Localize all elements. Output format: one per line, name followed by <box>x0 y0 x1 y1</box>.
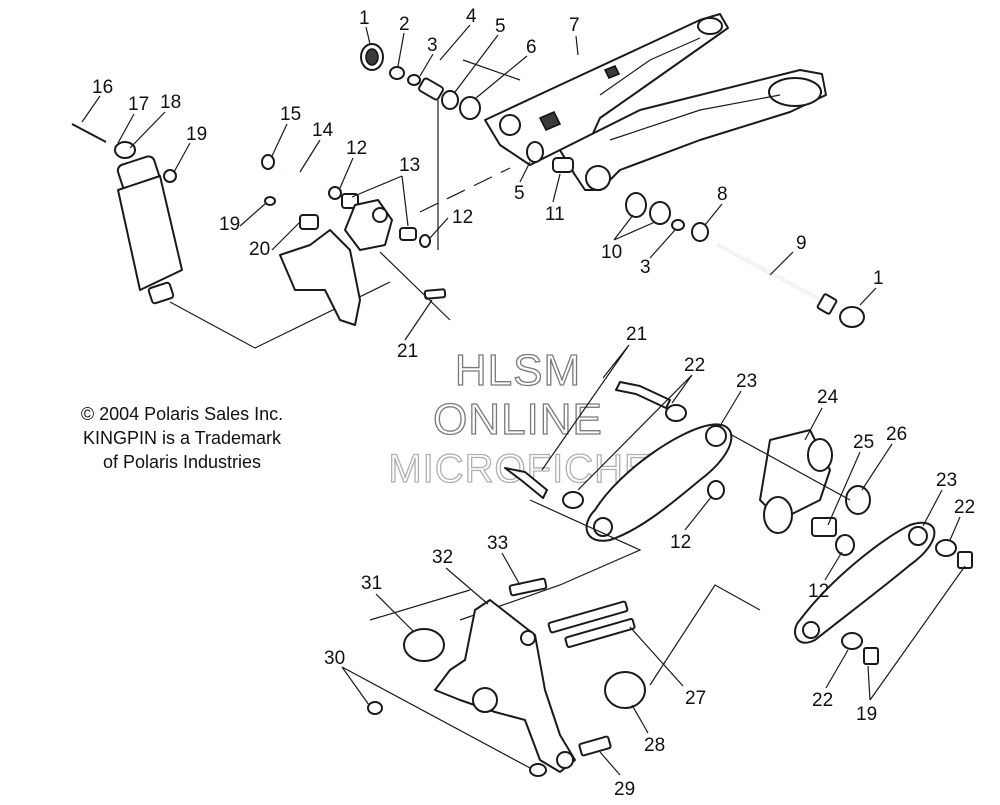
callout-2: 2 <box>399 14 410 35</box>
copyright-line3: of Polaris Industries <box>102 452 262 472</box>
swing-arm <box>484 13 827 191</box>
callout-4: 4 <box>466 6 477 27</box>
lower-bracket <box>367 577 761 777</box>
callout-19c: 19 <box>856 704 877 725</box>
pivot-hardware-lower <box>419 141 865 328</box>
callout-7: 7 <box>569 15 580 36</box>
callout-1b: 1 <box>873 268 884 289</box>
callout-12: 12 <box>346 138 367 159</box>
copyright-line2: KINGPIN is a Trademark <box>82 428 282 448</box>
callout-5: 5 <box>495 16 506 37</box>
callout-12b: 12 <box>452 207 473 228</box>
callout-numbers: 1 2 3 4 5 6 7 5 11 8 10 3 9 1 16 17 18 1… <box>92 6 975 800</box>
callout-23: 23 <box>736 371 757 392</box>
callout-24: 24 <box>817 387 839 408</box>
watermark-line3: MICROFICHE <box>388 447 651 491</box>
callout-1: 1 <box>359 8 370 29</box>
callout-10: 10 <box>601 242 622 263</box>
callout-16: 16 <box>92 77 113 98</box>
callout-19: 19 <box>186 124 207 145</box>
callout-14: 14 <box>312 120 334 141</box>
watermark-line1: HLSM <box>455 346 581 395</box>
callout-5b: 5 <box>514 183 525 204</box>
callout-33: 33 <box>487 533 508 554</box>
callout-19b: 19 <box>219 214 240 235</box>
callout-9: 9 <box>796 233 807 254</box>
callout-20: 20 <box>249 239 270 260</box>
callout-22c: 22 <box>812 690 833 711</box>
callout-27: 27 <box>685 688 706 709</box>
callout-12c: 12 <box>670 532 691 553</box>
callout-29: 29 <box>614 779 635 800</box>
callout-31: 31 <box>361 573 382 594</box>
callout-18: 18 <box>160 92 181 113</box>
copyright-notice: © 2004 Polaris Sales Inc. KINGPIN is a T… <box>62 402 302 474</box>
rocker-linkage <box>459 381 973 665</box>
callout-25: 25 <box>853 432 874 453</box>
leader-lines <box>81 24 966 776</box>
callout-22: 22 <box>684 355 705 376</box>
callout-23b: 23 <box>936 470 957 491</box>
callout-11: 11 <box>545 204 565 225</box>
shock-absorber <box>71 123 391 349</box>
pivot-hardware-upper <box>360 43 521 250</box>
callout-17: 17 <box>128 94 149 115</box>
callout-28: 28 <box>644 735 665 756</box>
callout-22b: 22 <box>954 497 975 518</box>
watermark: HLSM ONLINE MICROFICHE <box>388 345 652 491</box>
callout-6: 6 <box>526 37 537 58</box>
callout-32: 32 <box>432 547 453 568</box>
copyright-line1: © 2004 Polaris Sales Inc. <box>80 404 284 424</box>
callout-12d: 12 <box>808 581 829 602</box>
callout-26: 26 <box>886 424 907 445</box>
callout-21b: 21 <box>626 324 647 345</box>
callout-8: 8 <box>717 184 728 205</box>
callout-3: 3 <box>427 35 438 56</box>
upper-linkage <box>261 154 451 326</box>
callout-15: 15 <box>280 104 301 125</box>
callout-30: 30 <box>324 648 345 669</box>
callout-3b: 3 <box>640 257 651 278</box>
callout-13: 13 <box>399 155 420 176</box>
watermark-line2: ONLINE <box>433 395 603 444</box>
callout-21: 21 <box>397 341 418 362</box>
